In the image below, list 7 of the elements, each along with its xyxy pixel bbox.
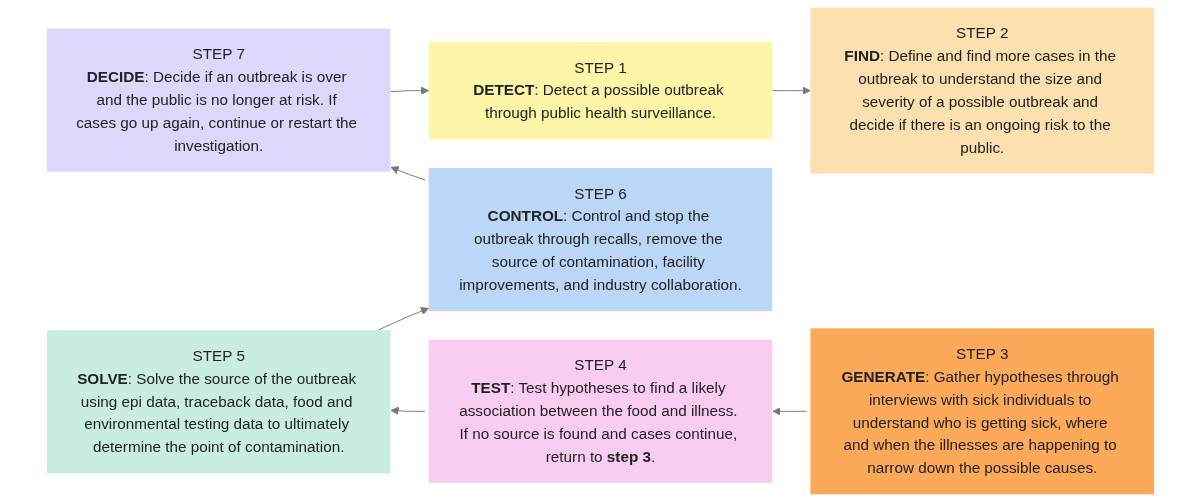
node-box: STEP 1 DETECT: Detect a possible outbreak through public health surveillance. (428, 42, 773, 140)
node-box: STEP 4 TEST: Test hypotheses to find a likely association between the food and illness. If no source is found and cases continue, return to step 3. (428, 339, 773, 483)
node-box: STEP 2 FIND: Define and find more cases in the outbreak to understand the size and severity of a possible outbreak and decide if there is an ongoing risk to the public. (810, 7, 1155, 174)
node-box: STEP 3 GENERATE: Gather hypotheses through interviews with sick individuals to understand who is getting sick, where and when the illnesses are happening to narrow down the possible causes. (810, 328, 1155, 495)
node-box: STEP 6 CONTROL: Control and stop the outbreak through recalls, remove the source of contamination, facility improvements, and industry collaboration. (428, 167, 773, 312)
node-box: STEP 5 SOLVE: Solve the source of the outbreak using epi data, traceback data, food and environmental testing data to ultimately determine the point of contamination. (46, 330, 391, 474)
node-box: STEP 7 DECIDE: Decide if an outbreak is over and the public is no longer at risk. If cases go up again, continue or restart the investigation. (46, 28, 391, 172)
